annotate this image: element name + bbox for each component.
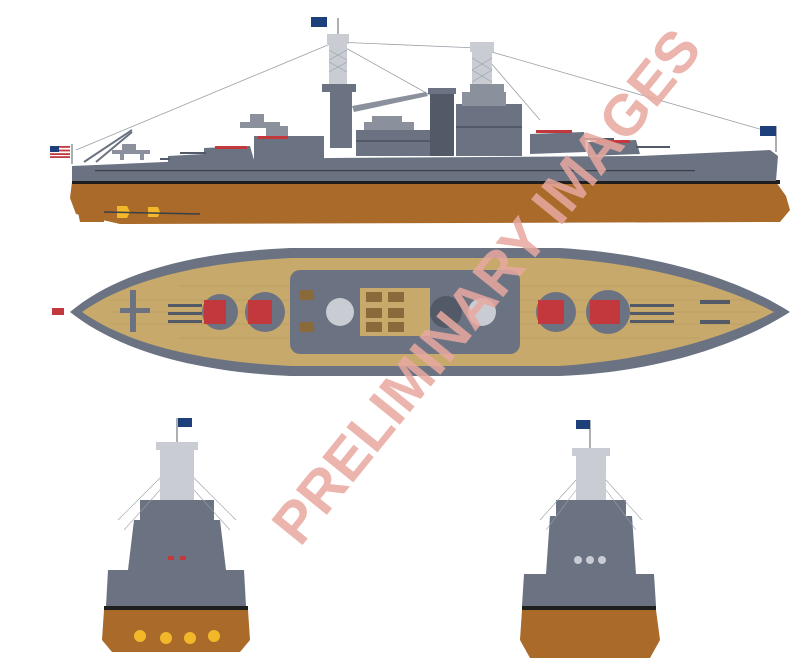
aft-floatplane [112, 144, 150, 160]
stern-upper-hull [522, 574, 656, 606]
aft-crane [83, 129, 133, 163]
bow-rigging [117, 477, 237, 531]
anchor-gear [700, 300, 730, 324]
stern-ensign [50, 144, 73, 164]
deck-plan-view [52, 248, 790, 376]
bow-propellers [134, 630, 220, 644]
aft-plane-top [120, 290, 150, 332]
boot-top-line [72, 180, 780, 184]
bow-lower-hull [102, 610, 250, 652]
porthole-row [95, 170, 695, 172]
stern-running-gear [76, 203, 201, 222]
aft-turrets-top [168, 292, 285, 332]
bow-upper-hull [106, 570, 246, 606]
stern-rigging [539, 479, 643, 531]
bow-view [102, 418, 250, 652]
main-mast [311, 17, 428, 148]
forward-superstructure [456, 84, 522, 156]
upper-hull [72, 150, 778, 181]
stern-view [520, 420, 660, 658]
fore-mast [470, 42, 494, 84]
forward-turrets [530, 130, 670, 156]
aft-turrets [160, 146, 254, 166]
superstructure-top [290, 270, 520, 354]
stern-lower-hull [520, 610, 660, 658]
side-profile-view [50, 17, 790, 224]
forward-turrets-top [536, 290, 674, 334]
aft-superstructure [240, 114, 324, 160]
funnel [428, 88, 456, 156]
deck-plan-ensign [52, 308, 64, 315]
midship-structures [356, 116, 442, 156]
lower-hull [70, 182, 790, 224]
bow-jack [760, 126, 777, 152]
